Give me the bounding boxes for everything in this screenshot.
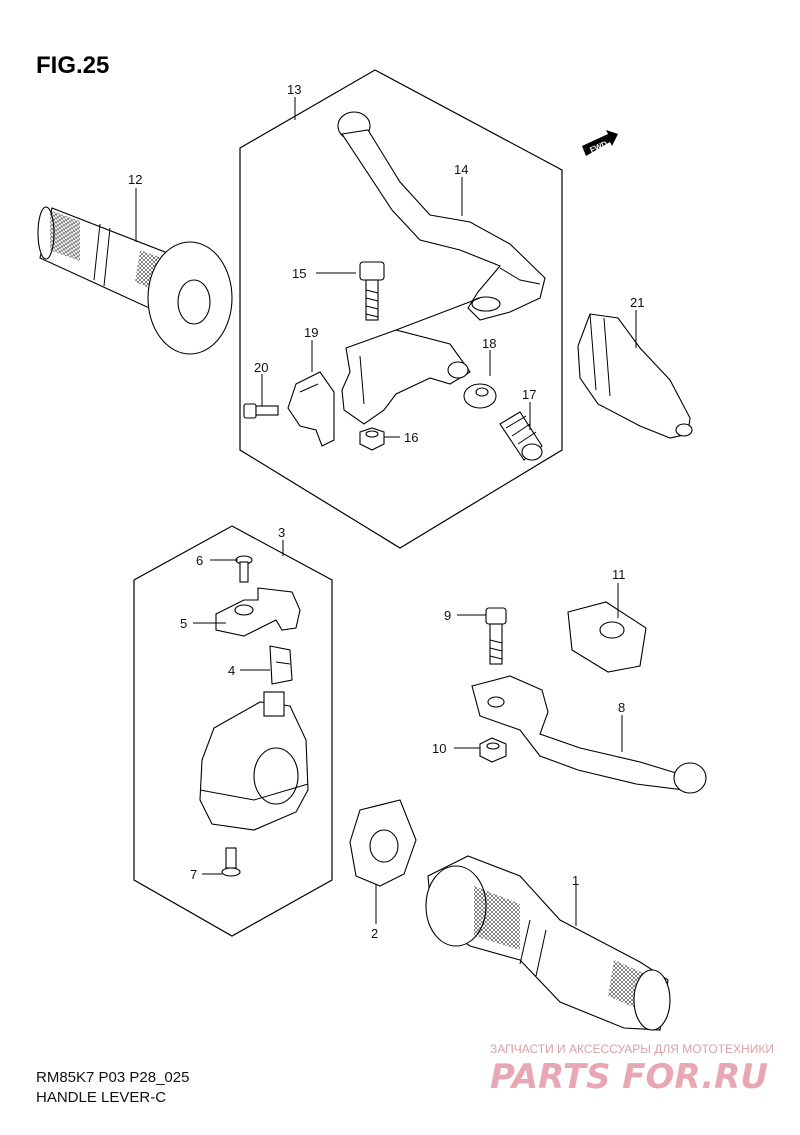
callout-20: 20 xyxy=(254,360,268,375)
assembly-box-3 xyxy=(133,525,333,937)
callout-21: 21 xyxy=(630,295,644,310)
callout-13: 13 xyxy=(287,82,301,97)
part-20-screw xyxy=(243,403,279,419)
callout-3: 3 xyxy=(278,525,285,540)
part-11-lever-cover xyxy=(567,601,647,673)
callout-1: 1 xyxy=(572,873,579,888)
lever-holder-bracket xyxy=(341,297,481,425)
part-5-clamp-plate xyxy=(215,587,301,637)
callout-5: 5 xyxy=(180,616,187,631)
fwd-direction-badge: FWD xyxy=(582,130,618,156)
callout-12: 12 xyxy=(128,172,142,187)
callout-labels: 12 13 14 15 19 20 18 17 16 21 3 6 5 4 7 … xyxy=(128,82,644,941)
part-17-adjuster xyxy=(499,411,543,461)
part-16-nut xyxy=(359,427,385,451)
fwd-badge-text: FWD xyxy=(588,139,609,155)
callout-15: 15 xyxy=(292,266,306,281)
switch-housing xyxy=(199,691,309,831)
callout-17: 17 xyxy=(522,387,536,402)
callout-8: 8 xyxy=(618,700,625,715)
callout-7: 7 xyxy=(190,867,197,882)
watermark-tagline: ЗАПЧАСТИ И АКСЕССУАРЫ ДЛЯ МОТОТЕХНИКИ xyxy=(490,1042,774,1056)
watermark-logo: PARTS FOR.RU xyxy=(490,1057,768,1097)
part-8-brake-lever xyxy=(471,675,707,794)
part-9-bolt xyxy=(485,607,507,665)
leader-lines xyxy=(135,97,637,926)
callout-9: 9 xyxy=(444,608,451,623)
part-18-locknut xyxy=(463,383,497,409)
part-4-clip xyxy=(269,645,293,685)
part-19-clamp xyxy=(287,371,335,447)
part-7-screw xyxy=(221,847,241,877)
part-2-throttle-guide xyxy=(349,799,417,887)
part-21-lever-boot xyxy=(577,313,693,439)
part-14-clutch-lever xyxy=(337,111,546,321)
callout-10: 10 xyxy=(432,741,446,756)
part-15-bolt xyxy=(359,261,385,321)
callout-19: 19 xyxy=(304,325,318,340)
part-10-nut xyxy=(479,737,507,763)
section-name: HANDLE LEVER-C xyxy=(36,1089,166,1106)
callout-18: 18 xyxy=(482,336,496,351)
part-12-grip-left xyxy=(37,206,233,355)
callout-6: 6 xyxy=(196,553,203,568)
assembly-box-13 xyxy=(239,69,563,549)
callout-2: 2 xyxy=(371,926,378,941)
model-code: RM85K7 P03 P28_025 xyxy=(36,1069,189,1086)
callout-4: 4 xyxy=(228,663,235,678)
callout-14: 14 xyxy=(454,162,468,177)
figure-title: FIG.25 xyxy=(36,52,109,79)
part-6-screw xyxy=(235,555,253,583)
callout-16: 16 xyxy=(404,430,418,445)
part-1-throttle-grip xyxy=(425,855,671,1031)
callout-11: 11 xyxy=(612,567,626,582)
